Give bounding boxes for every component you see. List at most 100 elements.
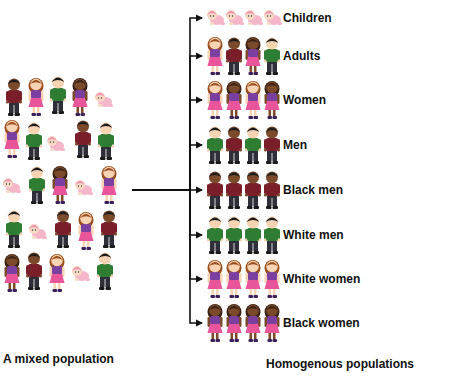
head bbox=[266, 217, 278, 229]
baby-eye bbox=[32, 229, 33, 230]
head bbox=[247, 217, 259, 229]
leg bbox=[250, 66, 253, 72]
skirt bbox=[227, 280, 242, 289]
leg bbox=[235, 110, 238, 116]
hair bbox=[28, 254, 41, 259]
baby-eye bbox=[78, 185, 79, 186]
skirt bbox=[5, 274, 20, 283]
shoe bbox=[235, 72, 241, 75]
fringe bbox=[103, 168, 115, 172]
trousers bbox=[29, 277, 39, 287]
hair bbox=[247, 218, 260, 223]
connector-line bbox=[132, 190, 202, 235]
person-figure bbox=[265, 260, 280, 298]
shirt bbox=[28, 264, 40, 277]
head bbox=[209, 261, 221, 273]
homogenous-group: Women bbox=[203, 80, 333, 120]
head bbox=[8, 79, 20, 91]
shoe bbox=[266, 251, 272, 254]
skirt bbox=[50, 274, 65, 283]
trouser-split bbox=[272, 64, 273, 72]
shoe bbox=[211, 339, 216, 342]
person-figure bbox=[246, 304, 261, 342]
head bbox=[99, 253, 111, 265]
baby-eye bbox=[232, 15, 233, 16]
shirt bbox=[31, 178, 43, 191]
person-figure bbox=[226, 127, 242, 165]
skirt bbox=[208, 101, 223, 110]
baby-hand bbox=[32, 236, 36, 239]
branch-arrow bbox=[132, 190, 203, 283]
fringe bbox=[80, 214, 92, 218]
person-figure bbox=[53, 166, 68, 204]
baby-eye bbox=[251, 15, 252, 16]
baby-hand bbox=[267, 22, 271, 25]
shirt bbox=[228, 138, 240, 151]
head bbox=[266, 38, 278, 50]
head bbox=[28, 253, 40, 265]
leg bbox=[254, 110, 257, 116]
leg bbox=[273, 289, 276, 295]
baby-eye bbox=[9, 183, 10, 184]
baby-hand bbox=[229, 22, 233, 25]
fringe bbox=[209, 83, 221, 87]
skirt bbox=[265, 101, 280, 110]
leg bbox=[269, 289, 272, 295]
head bbox=[209, 172, 221, 184]
leg bbox=[33, 107, 36, 113]
head bbox=[77, 121, 89, 133]
fringe bbox=[228, 83, 240, 87]
fringe bbox=[228, 306, 240, 310]
person-figure bbox=[95, 92, 113, 107]
baby-eye bbox=[6, 183, 7, 184]
baby-eye bbox=[53, 141, 54, 142]
person-figure bbox=[245, 127, 261, 165]
baby-head bbox=[245, 10, 255, 20]
head bbox=[247, 261, 259, 273]
shoe bbox=[249, 295, 254, 298]
fringe bbox=[6, 256, 18, 260]
top bbox=[210, 272, 220, 281]
shoe bbox=[230, 295, 235, 298]
skirt bbox=[246, 324, 261, 333]
arrowhead bbox=[196, 53, 203, 60]
shoe bbox=[110, 201, 115, 204]
homogenous-group: Men bbox=[203, 125, 313, 165]
leg bbox=[250, 110, 253, 116]
hair bbox=[103, 212, 116, 217]
trouser-split bbox=[63, 237, 64, 245]
person-figure bbox=[207, 10, 225, 25]
hair bbox=[28, 124, 41, 129]
skirt bbox=[227, 324, 242, 333]
person-figure bbox=[208, 304, 223, 342]
head bbox=[8, 211, 20, 223]
leg bbox=[235, 333, 238, 339]
shirt bbox=[77, 132, 89, 145]
trouser-split bbox=[34, 279, 35, 287]
baby-head bbox=[3, 178, 13, 188]
trousers bbox=[210, 241, 220, 251]
person-figure bbox=[245, 10, 263, 25]
leg bbox=[269, 333, 272, 339]
person-figure bbox=[26, 123, 42, 161]
branch-arrow bbox=[132, 53, 203, 191]
head bbox=[266, 172, 278, 184]
baby-eye bbox=[50, 141, 51, 142]
baby-eye bbox=[98, 97, 99, 98]
baby-head bbox=[47, 136, 57, 146]
trousers bbox=[210, 196, 220, 206]
person-figure bbox=[101, 211, 117, 249]
baby-bonnet bbox=[245, 11, 255, 15]
baby-hand bbox=[75, 278, 79, 281]
head bbox=[247, 172, 259, 184]
person-figure bbox=[264, 10, 282, 25]
shoe bbox=[31, 201, 37, 204]
person-figure bbox=[3, 178, 21, 193]
leg bbox=[87, 241, 90, 247]
person-figure bbox=[29, 78, 44, 116]
top bbox=[229, 272, 239, 281]
baby-bonnet bbox=[264, 11, 274, 15]
baby-head bbox=[75, 180, 85, 190]
person-figure bbox=[75, 180, 93, 195]
